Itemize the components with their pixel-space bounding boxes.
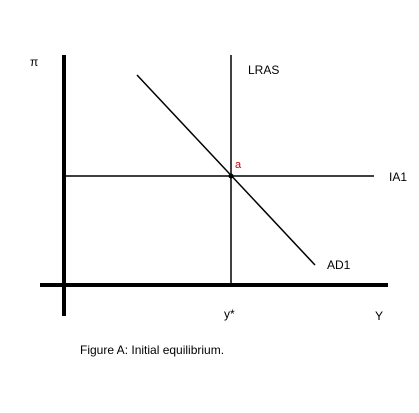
equilibrium-point-marker [228,173,234,179]
ad-curve [136,74,316,266]
figure-caption: Figure A: Initial equilibrium. [80,343,224,357]
y-axis-label: π [30,55,38,69]
x-axis-label: Y [375,309,383,323]
lras-label: LRAS [248,63,279,77]
ad-label: AD1 [327,258,351,272]
ia-label: IA1 [389,170,407,184]
x-tick-label: y* [224,307,235,321]
equilibrium-point-label: a [235,159,242,171]
